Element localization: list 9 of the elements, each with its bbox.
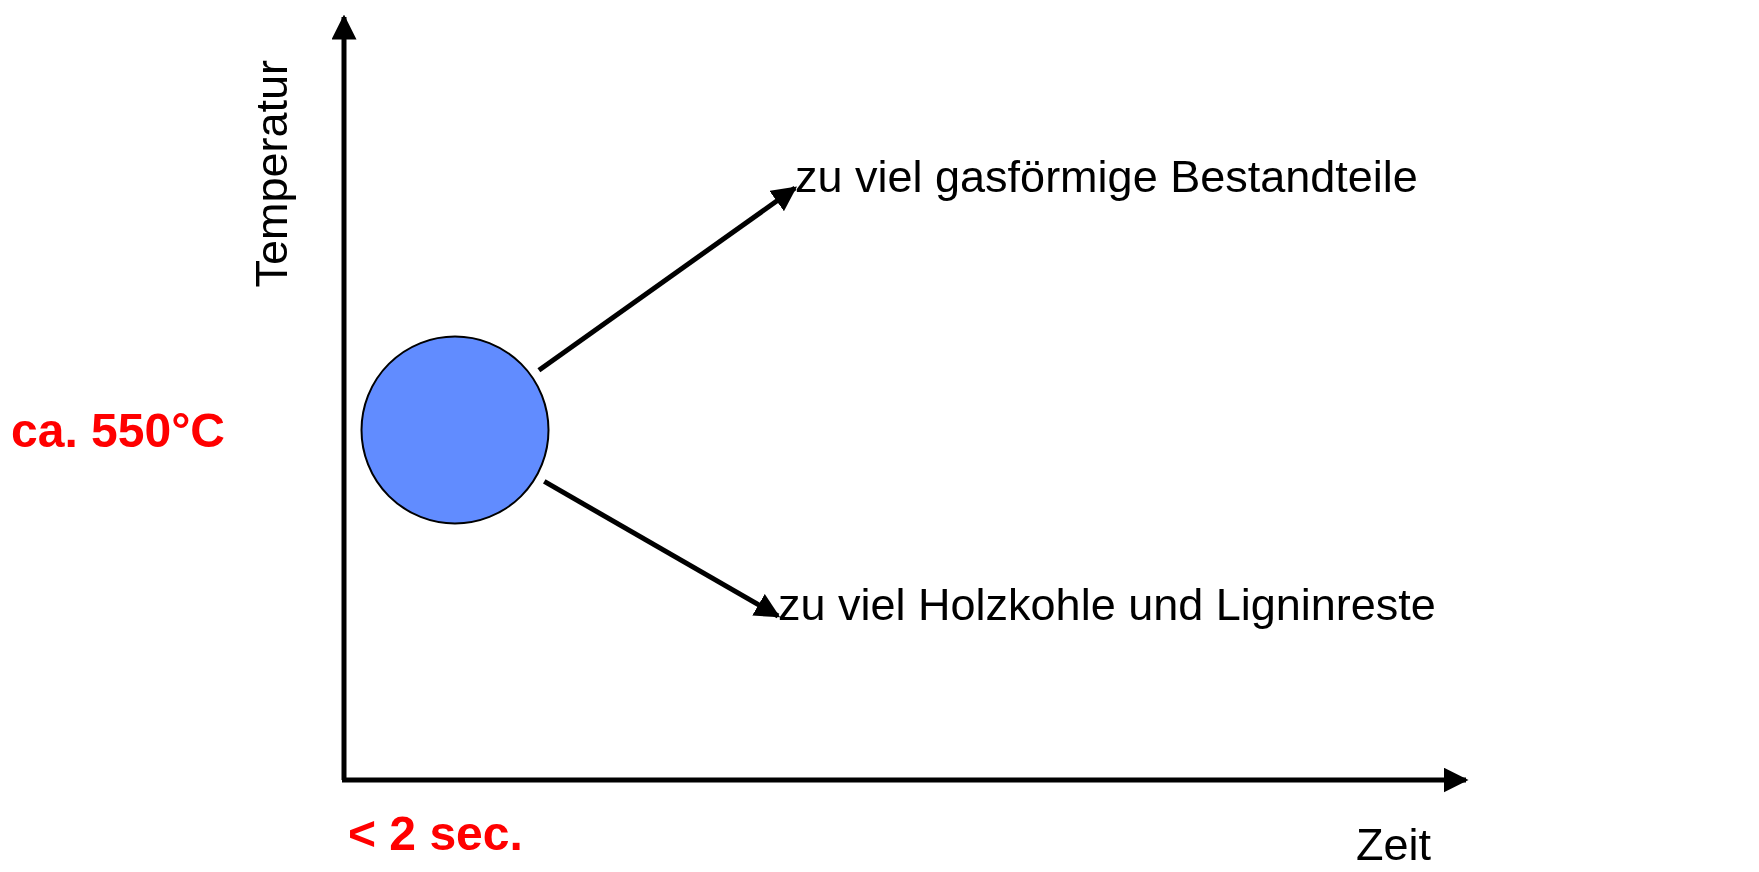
process-circle (360, 335, 550, 525)
temperature-value: ca. 550°C (11, 405, 225, 458)
outcome-text: zu viel gasförmige Bestandteile (795, 152, 1418, 208)
outcome-text: zu viel Holzkohle und Ligninreste (778, 580, 1436, 636)
time-value: < 2 sec. (348, 808, 523, 861)
axis-title: Zeit (1356, 820, 1431, 870)
arrow (543, 479, 781, 619)
axis-title: Temperatur (247, 60, 297, 288)
arrow (537, 185, 798, 373)
